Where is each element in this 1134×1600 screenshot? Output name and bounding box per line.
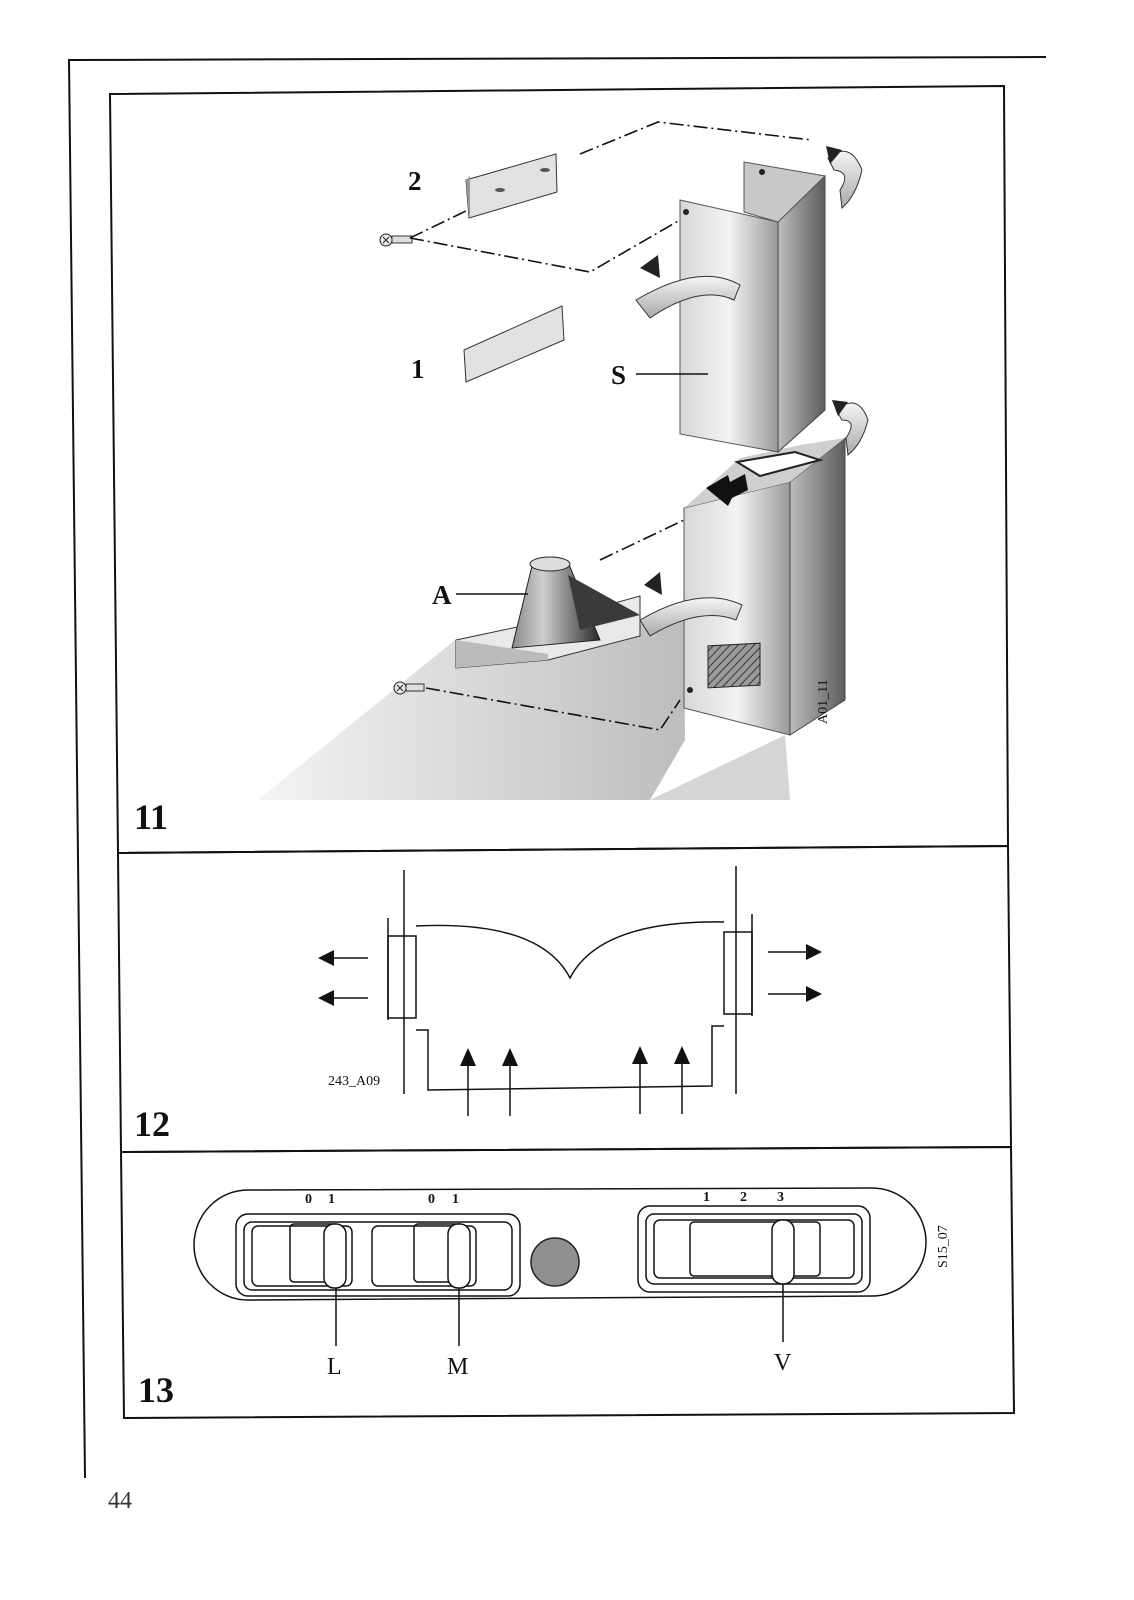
right-filter [723, 931, 753, 1015]
switch-slot-right [637, 1205, 871, 1293]
switch-v-scale-3: 3 [777, 1190, 784, 1205]
figure-13-drawing [193, 1187, 927, 1346]
label-part-a: A [432, 580, 452, 610]
left-filter [387, 935, 417, 1019]
arrow-out-right-2 [806, 986, 822, 1002]
bracket-2 [465, 153, 558, 219]
knob-l [323, 1223, 347, 1289]
lower-duct-shadow [650, 735, 790, 800]
rotate-arrow-top-right [827, 150, 863, 209]
arrow-out-left-1 [318, 950, 334, 966]
figure-13-frame [119, 1145, 1016, 1420]
lower-housing-side [789, 436, 846, 736]
switch-m-scale-0: 0 [428, 1192, 435, 1207]
arrow-in-2 [502, 1048, 518, 1066]
switch-v-scale-1: 1 [703, 1190, 710, 1205]
switch-l-label: L [327, 1354, 342, 1380]
rotate-arrow-lower [639, 597, 743, 637]
upper-shaft-front [679, 199, 779, 453]
arrow-out-left-2 [318, 990, 334, 1006]
duct-opening [734, 450, 824, 478]
page-left-rule [68, 59, 86, 1479]
figure-12-frame [116, 844, 1013, 1154]
arrow-in-4 [674, 1046, 690, 1064]
switch-m-label: M [447, 1354, 469, 1380]
screw-hole [687, 687, 693, 693]
insertion-arrow [706, 474, 748, 506]
assembly-line-upper [409, 219, 681, 273]
upper-shaft-side [777, 174, 826, 454]
arrow-in-3 [632, 1046, 648, 1064]
duct-outline [416, 1025, 724, 1091]
screw-lower [393, 681, 425, 695]
floor-surface [258, 620, 685, 800]
control-panel-outline [193, 1187, 927, 1301]
arrow-out-right-1 [806, 944, 822, 960]
screw-upper [379, 233, 413, 247]
indicator-light [530, 1237, 580, 1287]
label-part-1: 1 [411, 354, 425, 384]
upper-shaft-back [743, 161, 827, 223]
arrow-in-1 [460, 1048, 476, 1066]
vent-grille [707, 642, 761, 689]
switch-v-label: V [774, 1350, 792, 1376]
figure-11-number: 11 [134, 797, 169, 837]
figure-12-code: 243_A09 [328, 1074, 381, 1089]
label-part-2: 2 [408, 166, 422, 196]
switch-slot-left [235, 1213, 521, 1297]
page-number: 44 [108, 1488, 132, 1514]
figure-12-drawing [330, 866, 806, 1116]
switch-v-scale-2: 2 [740, 1190, 747, 1205]
figure-13-code: S15_07 [936, 1225, 951, 1268]
knob-m [447, 1223, 471, 1289]
switch-l-scale-0: 0 [305, 1192, 312, 1207]
switch-m-scale-1: 1 [452, 1192, 459, 1207]
rotate-arrow-upper [635, 275, 741, 319]
assembly-line-lower [425, 687, 681, 731]
rotate-arrow-mid-right [835, 402, 869, 456]
airflow-curve [415, 921, 725, 980]
bracket-1 [463, 305, 565, 383]
knob-v [771, 1219, 795, 1285]
switch-l-scale-1: 1 [328, 1192, 335, 1207]
figure-12-arrowheads [318, 944, 822, 1066]
label-part-s: S [611, 360, 627, 390]
figure-12-number: 12 [134, 1104, 170, 1144]
figure-13-number: 13 [138, 1370, 174, 1410]
page-top-rule [67, 56, 1047, 61]
figure-11-drawing [258, 121, 869, 800]
figure-11-code: A01_11 [816, 679, 831, 724]
